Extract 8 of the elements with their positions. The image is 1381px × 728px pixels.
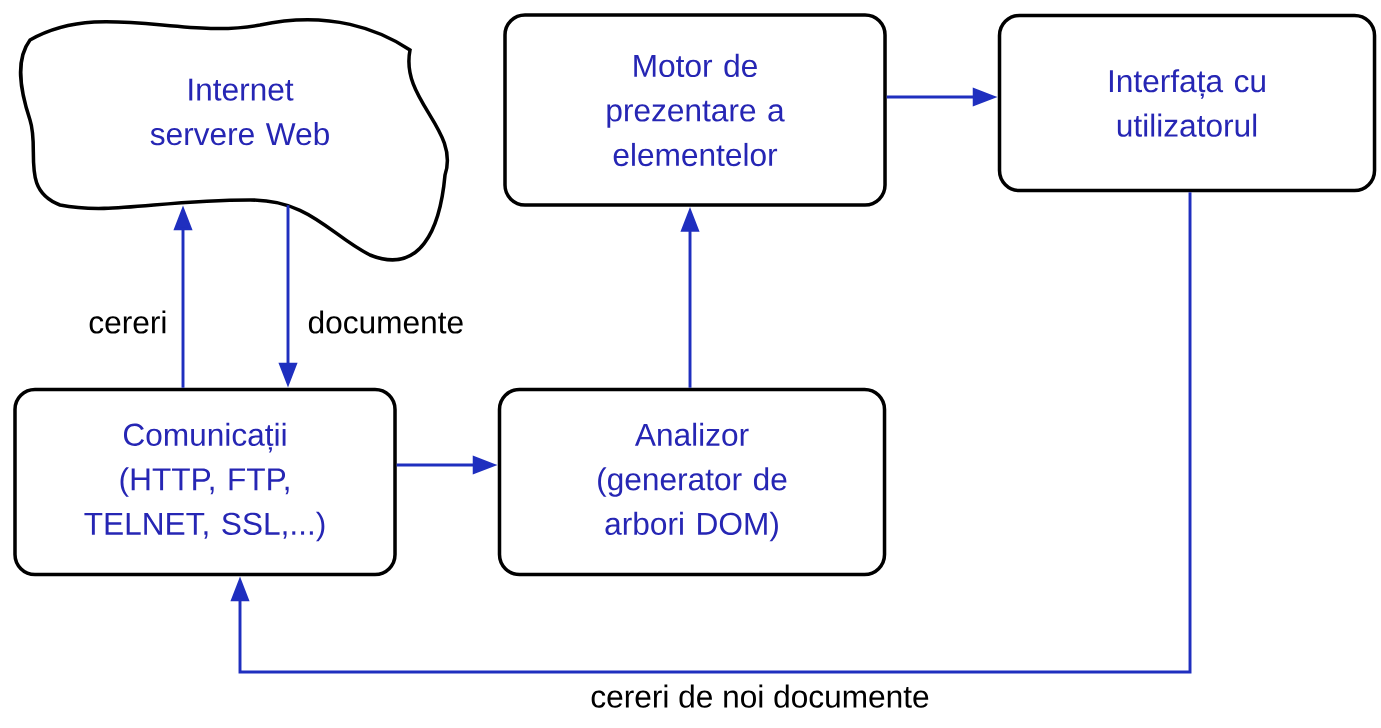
process-box: Analizor (generator de arbori DOM) bbox=[497, 387, 887, 577]
process-box: Comunicații (HTTP, FTP, TELNET, SSL,...) bbox=[13, 387, 397, 577]
edge-label: documente bbox=[305, 308, 467, 336]
edge-label: cereri de noi documente bbox=[588, 682, 933, 711]
process-box: Interfața cu utilizatorul bbox=[997, 13, 1377, 193]
process-box: Motor de prezentare a elementelor bbox=[503, 13, 887, 207]
arrow bbox=[230, 192, 1192, 674]
edge-label: cereri bbox=[86, 308, 170, 336]
